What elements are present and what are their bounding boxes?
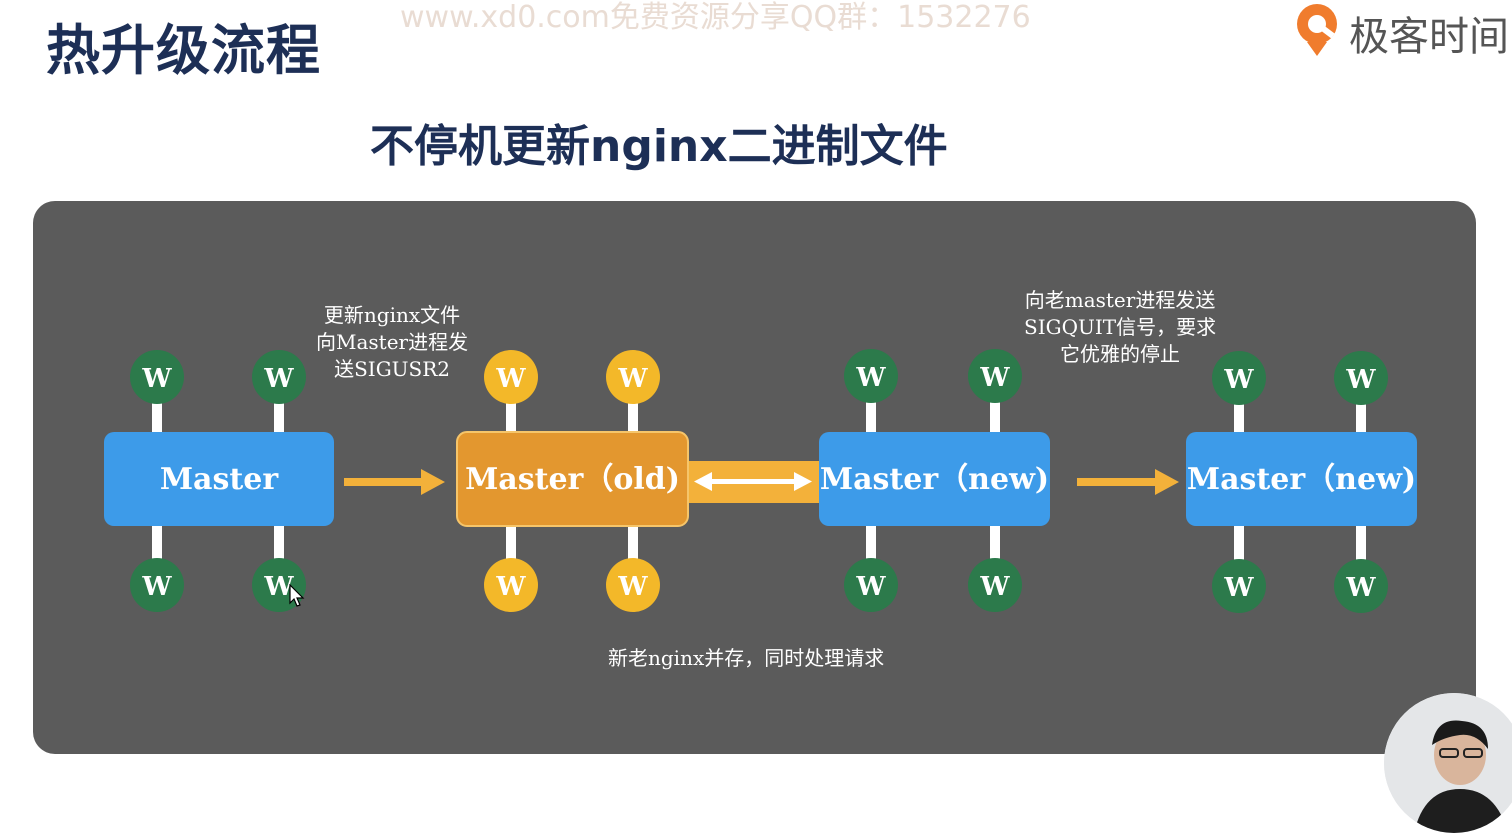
geektime-logo: 极客时间 [1293,0,1512,60]
worker-label: W [855,363,886,393]
worker-label: W [1223,573,1254,603]
worker-circle [130,350,184,404]
worker-circle [1334,351,1388,405]
presenter-webcam [1384,693,1512,833]
worker-connector [274,526,284,585]
worker-node: W [1212,559,1266,613]
worker-circle [968,349,1022,403]
worker-connector [152,526,162,585]
worker-circle [484,558,538,612]
worker-connector [1234,526,1244,586]
worker-node: W [1212,351,1266,405]
worker-circle [1212,559,1266,613]
worker-connector [506,526,516,585]
watermark-text: www.xd0.com免费资源分享QQ群：1532276 [400,0,1031,35]
master-node-master: Master [104,432,334,526]
page-title: 热升级流程 [46,19,321,82]
worker-label: W [495,572,526,602]
note-line: 送SIGUSR2 [334,357,451,381]
worker-label: W [617,364,648,394]
master-label: Master [160,462,279,497]
note-line: 向Master进程发 [316,330,469,354]
worker-label: W [855,572,886,602]
worker-circle [968,558,1022,612]
worker-connector [506,377,516,432]
worker-connector [628,377,638,432]
double-arrow-icon [688,461,819,503]
worker-label: W [263,364,294,394]
master-node-master-new-1: Master（new) [819,432,1050,526]
worker-node: W [606,558,660,612]
worker-node: W [968,558,1022,612]
worker-label: W [141,572,172,602]
arrow-right-icon [344,469,445,495]
worker-node: W [1334,559,1388,613]
workers: W W W W W W W W W W W W W W W W [130,349,1388,613]
note-send-sigusr2: 更新nginx文件 向Master进程发 送SIGUSR2 [316,302,468,383]
worker-circle [606,558,660,612]
note-line: SIGQUIT信号，要求 [1024,315,1217,339]
slide-subtitle: 不停机更新nginx二进制文件 [370,121,948,172]
worker-node: W [606,350,660,404]
worker-connector [274,377,284,432]
master-label: Master（new) [1187,462,1416,497]
master-node-master-old: Master（old) [456,431,689,527]
worker-node: W [252,350,306,404]
worker-connector [628,526,638,585]
worker-node: W [1334,351,1388,405]
worker-label: W [495,364,526,394]
worker-circle [1212,351,1266,405]
mouse-cursor-icon [289,584,305,607]
worker-label: W [1345,365,1376,395]
worker-circle [252,350,306,404]
master-box [1186,432,1417,526]
worker-circle [1334,559,1388,613]
worker-label: W [1345,573,1376,603]
master-box [104,432,334,526]
worker-circle [844,349,898,403]
geektime-logo-icon [1297,4,1337,56]
worker-node: W [844,349,898,403]
worker-label: W [1223,365,1254,395]
worker-label: W [617,572,648,602]
arrow-right-icon [1077,469,1179,495]
arrows [344,461,1179,503]
worker-label: W [141,364,172,394]
worker-node: W [484,350,538,404]
presenter-image [1384,693,1512,833]
worker-node: W [968,349,1022,403]
worker-connector [152,377,162,432]
worker-label: W [979,363,1010,393]
worker-circle [606,350,660,404]
worker-connector [866,526,876,585]
worker-label: W [263,572,294,602]
worker-connector [866,376,876,432]
worker-circle [130,558,184,612]
master-node-master-new-2: Master（new) [1186,432,1417,526]
logo-text: 极客时间 [1349,14,1509,60]
worker-node: W [844,558,898,612]
worker-connector [990,376,1000,432]
note-line: 它优雅的停止 [1060,342,1181,366]
masters: Master Master（old) Master（new) Master（new) [104,431,1417,527]
worker-circle [844,558,898,612]
worker-connector [990,526,1000,585]
worker-connector [1356,526,1366,586]
note-line: 向老master进程发送 [1024,288,1216,312]
master-box [819,432,1050,526]
worker-label: W [979,572,1010,602]
note-send-sigquit: 向老master进程发送 SIGQUIT信号，要求 它优雅的停止 [1024,287,1216,368]
master-box [456,431,689,527]
master-label: Master（new) [820,462,1049,497]
note-line: 更新nginx文件 [323,303,461,327]
note-coexist: 新老nginx并存，同时处理请求 [608,646,885,670]
worker-node: W [130,558,184,612]
worker-node: W [484,558,538,612]
worker-circle [484,350,538,404]
worker-node: W [130,350,184,404]
master-label: Master（old) [465,462,680,497]
